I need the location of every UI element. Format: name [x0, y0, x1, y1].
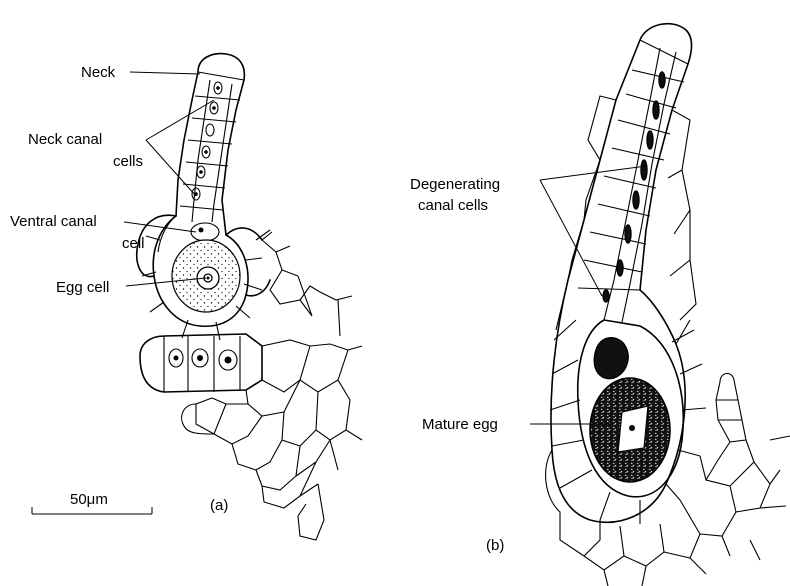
- panel-b-label: (b): [486, 537, 504, 554]
- label-degenerating-2: canal cells: [418, 197, 488, 214]
- young-archegonium: [137, 54, 320, 340]
- label-ventral-canal-2: cell: [122, 235, 145, 252]
- leader-neck: [130, 72, 200, 74]
- label-neck: Neck: [81, 64, 116, 81]
- scale-bar: 50μm: [32, 491, 152, 514]
- label-mature-egg: Mature egg: [422, 416, 498, 433]
- label-neck-canal-2: cells: [113, 153, 143, 170]
- leader-degenerating-a: [540, 166, 646, 180]
- leader-ventral-canal: [124, 222, 196, 232]
- label-neck-canal-1: Neck canal: [28, 131, 102, 148]
- mature-archegonium: [546, 24, 790, 586]
- leader-degenerating-b: [540, 180, 602, 296]
- scale-bar-label: 50μm: [70, 491, 108, 508]
- panel-a-label: (a): [210, 497, 228, 514]
- label-degenerating-1: Degenerating: [410, 176, 500, 193]
- leader-neck-canal-b: [146, 140, 196, 196]
- label-egg-cell: Egg cell: [56, 279, 109, 296]
- label-ventral-canal-1: Ventral canal: [10, 213, 97, 230]
